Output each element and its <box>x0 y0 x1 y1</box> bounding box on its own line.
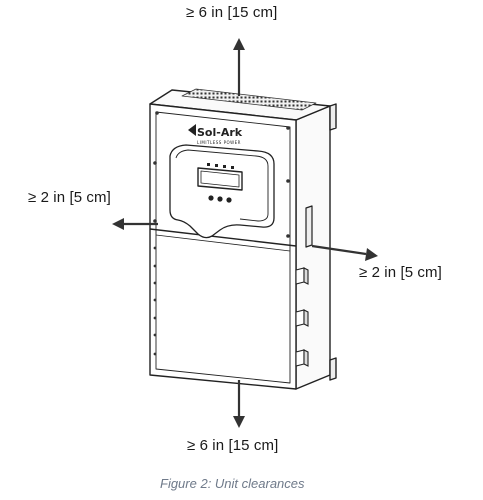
inverter-unit <box>149 88 337 390</box>
figure-caption: Figure 2: Unit clearances <box>160 476 305 491</box>
front-panel <box>149 103 297 390</box>
display-bezel <box>169 144 275 239</box>
side-connectors <box>295 267 309 367</box>
clearance-arrow-right <box>311 244 378 261</box>
clearance-arrow-top <box>233 38 245 96</box>
brand-logo: Sol-Ark LIMITLESS POWER <box>188 124 243 145</box>
clearance-right-label: ≥ 2 in [5 cm] <box>359 264 442 281</box>
vent-grille <box>181 88 317 111</box>
svg-text:LIMITLESS POWER: LIMITLESS POWER <box>197 140 241 145</box>
clearance-arrow-bottom <box>233 380 245 428</box>
panel-divider <box>149 228 297 247</box>
svg-text:Sol-Ark: Sol-Ark <box>197 126 243 139</box>
clearance-top-label: ≥ 6 in [15 cm] <box>186 4 278 21</box>
panel-screws <box>153 111 290 356</box>
side-handle <box>305 205 313 248</box>
clearance-arrow-left <box>112 218 158 230</box>
clearance-left-label: ≥ 2 in [5 cm] <box>28 189 111 206</box>
control-buttons <box>208 195 232 203</box>
clearance-bottom-label: ≥ 6 in [15 cm] <box>187 437 279 454</box>
status-leds <box>207 163 234 169</box>
